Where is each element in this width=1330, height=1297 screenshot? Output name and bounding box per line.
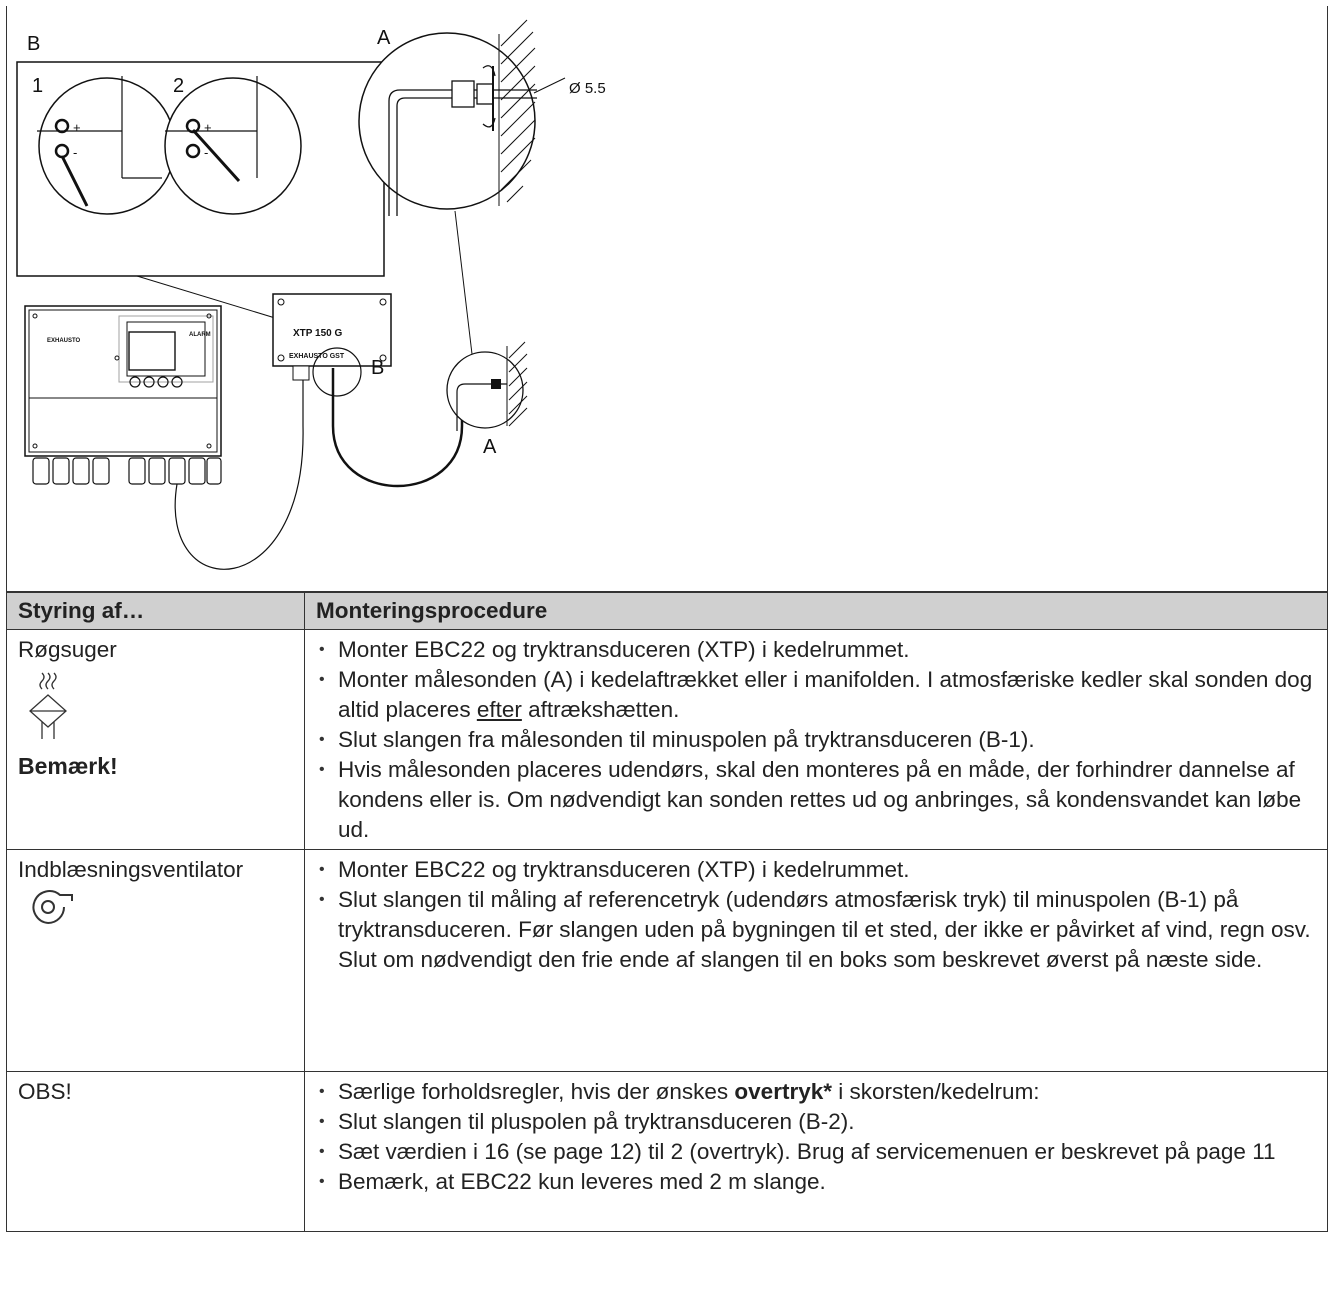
header-control: Styring af… xyxy=(6,592,305,630)
table-row: OBS! Særlige forholdsregler, hvis der øn… xyxy=(6,1071,1328,1232)
underlined-word: efter xyxy=(476,697,522,722)
row-procedure-cell: Monter EBC22 og tryktransduceren (XTP) i… xyxy=(304,849,1328,1072)
svg-text:EXHAUSTO GST: EXHAUSTO GST xyxy=(289,353,345,360)
svg-text:ALARM: ALARM xyxy=(189,332,211,338)
xtp-transducer: XTP 150 G EXHAUSTO GST xyxy=(272,293,392,381)
row-title-cell: Indblæsningsventilator xyxy=(6,849,305,1072)
label-detail-2: 2 xyxy=(173,75,184,97)
bold-word: overtryk* xyxy=(734,1079,832,1104)
table-row: Røgsuger Bemærk! Monter EBC22 og tryktra… xyxy=(6,629,1328,850)
row-title: Indblæsningsventilator xyxy=(18,857,244,882)
svg-text:+: + xyxy=(73,120,81,135)
list-item: Monter EBC22 og tryktransduceren (XTP) i… xyxy=(316,635,1317,665)
supply-fan-icon xyxy=(32,890,73,924)
detail-a-circle xyxy=(358,32,536,210)
list-item: Slut slangen til måling af referencetryk… xyxy=(316,885,1317,975)
list-item: Monter EBC22 og tryktransduceren (XTP) i… xyxy=(316,855,1317,885)
label-a-top: A xyxy=(377,27,391,49)
svg-text:+: + xyxy=(204,120,212,135)
installation-diagram-svg: B + - 1 + - 2 A xyxy=(16,19,606,570)
list-item: Særlige forholdsregler, hvis der ønskes … xyxy=(316,1077,1317,1107)
svg-text:-: - xyxy=(73,145,77,160)
table-header-row: Styring af… Monteringsprocedure xyxy=(6,592,1328,630)
ebc22-controller: EXHAUSTO ALARM xyxy=(24,305,222,485)
pressure-tube xyxy=(331,368,464,488)
row-title-cell: OBS! xyxy=(6,1071,305,1232)
tube-b2 xyxy=(191,128,241,183)
cable xyxy=(174,366,304,570)
detail-b2-circle xyxy=(164,77,302,215)
label-b-mid: B xyxy=(371,357,384,379)
note-label: Bemærk! xyxy=(18,753,118,779)
label-detail-1: 1 xyxy=(32,75,43,97)
list-item: Monter målesonden (A) i kedelaftrækket e… xyxy=(316,665,1317,725)
label-a-bottom: A xyxy=(483,436,497,458)
tube-b1 xyxy=(60,155,89,207)
header-procedure: Monteringsprocedure xyxy=(304,592,1328,630)
table-row: Indblæsningsventilator Monter EBC22 og t… xyxy=(6,849,1328,1072)
svg-text:-: - xyxy=(204,145,208,160)
dimension-label: Ø 5.5 xyxy=(569,80,606,97)
list-item: Bemærk, at EBC22 kun leveres med 2 m sla… xyxy=(316,1167,1317,1197)
row-title-cell: Røgsuger Bemærk! xyxy=(6,629,305,850)
svg-text:XTP 150 G: XTP 150 G xyxy=(293,328,343,339)
row-title: OBS! xyxy=(18,1079,72,1104)
procedure-table: Styring af… Monteringsprocedure Røgsuger… xyxy=(6,592,1328,1232)
list-item: Slut slangen fra målesonden til minuspol… xyxy=(316,725,1317,755)
list-item: Sæt værdien i 16 (se page 12) til 2 (ove… xyxy=(316,1137,1317,1167)
svg-text:EXHAUSTO: EXHAUSTO xyxy=(47,338,81,344)
installation-diagram: B + - 1 + - 2 A xyxy=(6,6,1328,592)
label-b-top: B xyxy=(27,33,40,55)
list-item: Hvis målesonden placeres udendørs, skal … xyxy=(316,755,1317,845)
row-procedure-cell: Monter EBC22 og tryktransduceren (XTP) i… xyxy=(304,629,1328,850)
probe-detail-circle xyxy=(446,351,524,429)
row-procedure-cell: Særlige forholdsregler, hvis der ønskes … xyxy=(304,1071,1328,1232)
list-item: Slut slangen til pluspolen på tryktransd… xyxy=(316,1107,1317,1137)
row-title: Røgsuger xyxy=(18,637,117,662)
exhaust-fan-icon xyxy=(29,672,67,739)
